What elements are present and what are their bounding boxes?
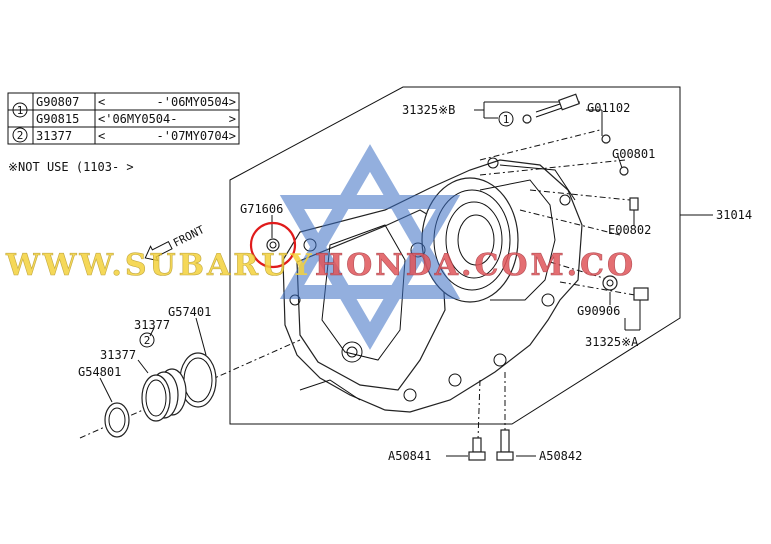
bolt-a50841: [468, 437, 486, 461]
bolt-31325b: [535, 93, 580, 118]
marker-2-circle: [12, 127, 28, 143]
pin-e00802: [629, 197, 639, 211]
not-use-note: ※NOT USE (1103- >: [8, 160, 134, 174]
watermark-part-1: WWW.SUBARU: [5, 248, 290, 283]
table-range-2: >: [229, 112, 236, 126]
washer-small: [522, 114, 532, 124]
table-range-open-1: <: [98, 95, 105, 109]
small-parts: 1 2: [104, 93, 649, 461]
label-31325a: 31325※A: [585, 335, 639, 349]
label-31377-top: 31377: [134, 318, 170, 332]
part-labels: 31325※B G01102 G00801 31014 E00802 G7160…: [78, 101, 752, 463]
label-a50841: A50841: [388, 449, 431, 463]
label-g90906: G90906: [577, 304, 620, 318]
star-watermark-icon: [279, 144, 461, 350]
table-range-open-2: <'06MY0504-: [98, 112, 177, 126]
table-part-2: G90815: [36, 112, 79, 126]
bolt-31325a: [633, 287, 649, 301]
callout-1-circle: [498, 111, 514, 127]
table-range-open-3: <: [98, 129, 105, 143]
label-31325b: 31325※B: [402, 103, 455, 117]
front-label: FRONT: [171, 223, 207, 250]
bolt-a50842: [496, 429, 514, 461]
callout-1: 1: [503, 113, 510, 126]
table-part-3: 31377: [36, 129, 72, 143]
washer-g90906: [602, 275, 618, 291]
label-a50842: A50842: [539, 449, 582, 463]
plug-g00801: [619, 166, 629, 176]
label-g00801: G00801: [612, 147, 655, 161]
assembly-frame: [229, 86, 681, 425]
callout-2-circle: [139, 332, 155, 348]
leader-lines: [79, 101, 713, 457]
label-g01102: G01102: [587, 101, 630, 115]
table-range-3: -'07MY0704>: [157, 129, 236, 143]
plug-g01102: [601, 134, 611, 144]
table-part-1: G90807: [36, 95, 79, 109]
table-marker-1: 1: [17, 104, 24, 117]
table-marker-2: 2: [17, 129, 24, 142]
label-g71606: G71606: [240, 202, 283, 216]
highlight-circle: [249, 221, 297, 269]
watermark-part-2: Y: [289, 248, 314, 283]
marker-1-circle: [12, 102, 28, 118]
ring-stack-31377: [141, 368, 187, 422]
callout-2: 2: [144, 334, 151, 347]
label-g54801: G54801: [78, 365, 121, 379]
watermark-text: WWW.SUBARUYHONDA.COM.CO: [5, 248, 636, 283]
label-e00802: E00802: [608, 223, 651, 237]
table-range-1: -'06MY0504>: [157, 95, 236, 109]
label-31377-bottom: 31377: [100, 348, 136, 362]
watermark-part-3: HONDA.COM.CO: [315, 248, 636, 283]
watermark: WWW.SUBARUYHONDA.COM.CO: [5, 144, 636, 350]
label-g57401: G57401: [168, 305, 211, 319]
plug-g71606: [266, 238, 280, 252]
parts-table: 1 2 G90807 G90815 31377 < -'06MY0504> <'…: [7, 92, 240, 145]
label-31014: 31014: [716, 208, 752, 222]
